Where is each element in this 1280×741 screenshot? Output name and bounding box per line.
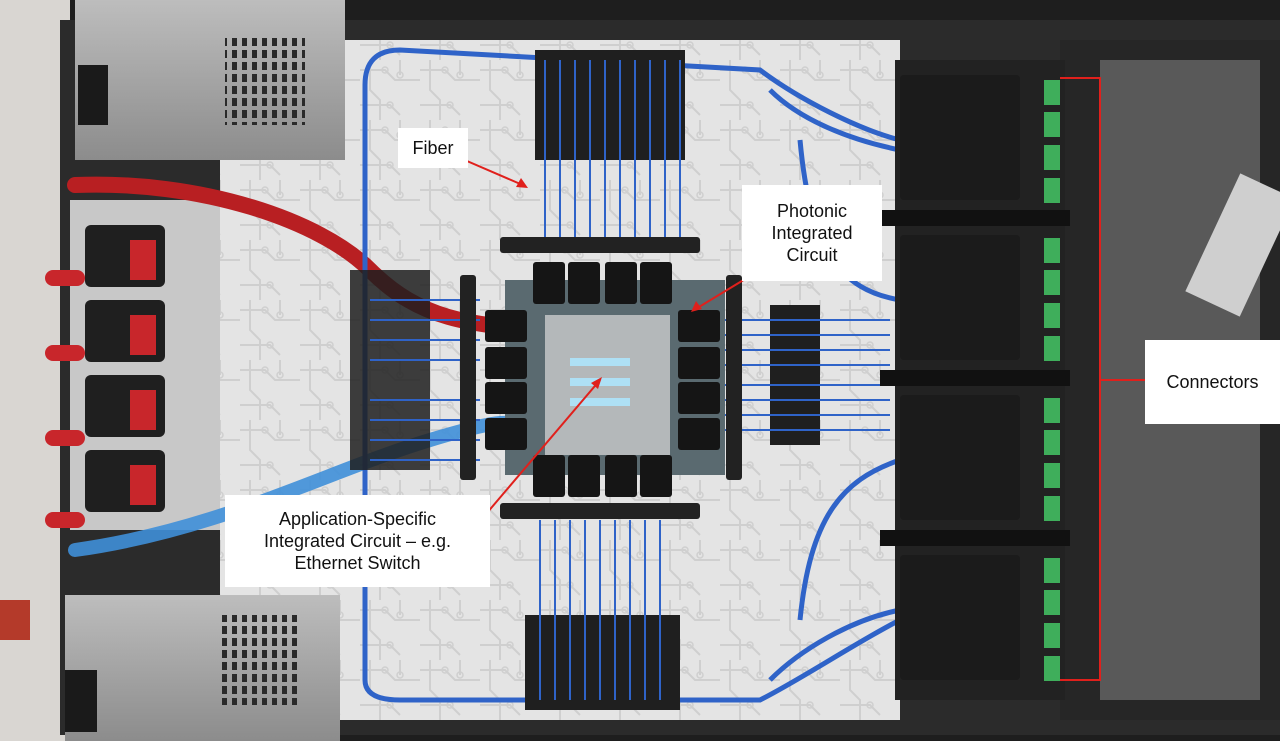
photonic-ic-label-line3: Circuit xyxy=(786,245,838,265)
annotation-arrows xyxy=(459,77,1145,681)
connectors-label-text: Connectors xyxy=(1166,372,1259,392)
photonic-chiplets xyxy=(485,262,720,497)
fiber-label-text: Fiber xyxy=(412,138,454,158)
fiber-guide-bottom xyxy=(525,615,680,710)
photonic-ic-label: Photonic Integrated Circuit xyxy=(742,185,882,281)
red-tag xyxy=(0,600,30,640)
fiber-label: Fiber xyxy=(398,128,468,168)
asic-label-line3: Ethernet Switch xyxy=(294,553,421,573)
arrowheads xyxy=(516,178,702,389)
photonic-ic-label-line2: Integrated xyxy=(771,223,853,243)
psu-bottom-vents xyxy=(220,615,300,705)
psu-bottom-switch xyxy=(65,670,97,732)
photonic-ic-label-line1: Photonic xyxy=(776,201,848,221)
fiber-bundle-top xyxy=(544,60,681,240)
fiber-guide-right xyxy=(770,305,820,445)
fan-bank xyxy=(45,200,220,530)
psu-top-vents xyxy=(225,35,305,125)
fiber-guide-left xyxy=(350,270,430,470)
retention-bars xyxy=(460,237,742,519)
psu-top-switch xyxy=(78,65,108,125)
ruler xyxy=(1185,173,1280,317)
asic-label-line2: Integrated Circuit – e.g. xyxy=(263,531,452,551)
asic-label-line1: Application-Specific xyxy=(278,509,437,529)
fiber-guide-top xyxy=(535,50,685,160)
connectors-label: Connectors xyxy=(1145,340,1280,424)
fiber-bundle-bottom xyxy=(539,520,661,700)
fiber-bundle-right xyxy=(720,319,890,431)
front-connectors xyxy=(880,60,1070,700)
asic-label: Application-Specific Integrated Circuit … xyxy=(225,495,490,587)
